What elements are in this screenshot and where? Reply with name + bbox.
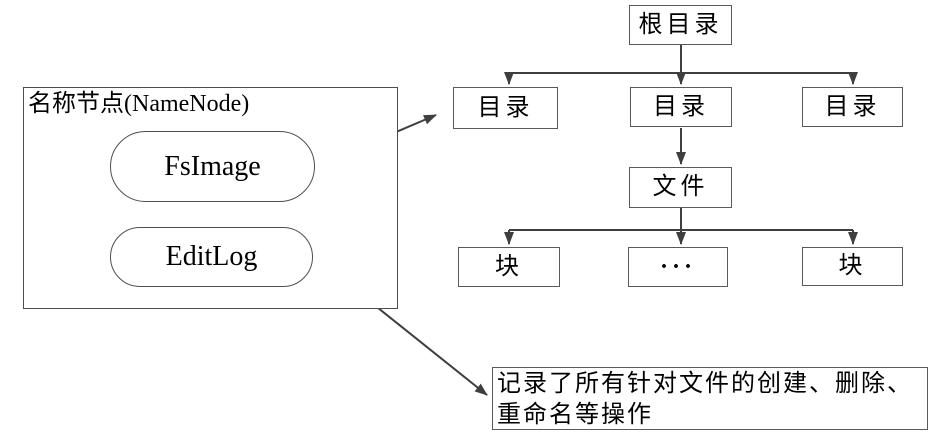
edge-root-to-directories bbox=[504, 44, 858, 85]
directory-node: 目录 bbox=[802, 87, 903, 127]
fsimage-node: FsImage bbox=[110, 131, 315, 202]
directory-node: 目录 bbox=[630, 87, 732, 127]
directory-node: 目录 bbox=[453, 87, 558, 129]
root-directory-node: 根目录 bbox=[629, 5, 732, 45]
block-node: 块 bbox=[458, 247, 560, 287]
note-line-1: 记录了所有针对文件的创建、删除、 bbox=[497, 371, 913, 397]
editlog-node: EditLog bbox=[110, 227, 313, 287]
namenode-title: 名称节点(NameNode) bbox=[28, 91, 250, 117]
file-node: 文件 bbox=[629, 167, 732, 208]
editlog-note-box: 记录了所有针对文件的创建、删除、 重命名等操作 bbox=[492, 367, 928, 430]
edge-file-to-blocks bbox=[504, 207, 858, 245]
note-line-2: 重命名等操作 bbox=[497, 402, 653, 428]
block-node: 块 bbox=[802, 247, 903, 286]
block-ellipsis-node: ··· bbox=[628, 247, 728, 287]
